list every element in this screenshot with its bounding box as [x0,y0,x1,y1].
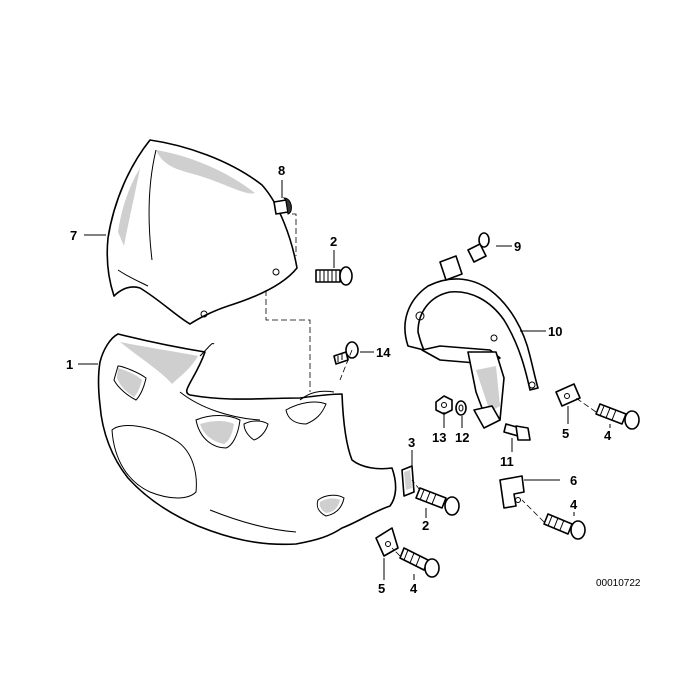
callout-1: 1 [66,357,73,372]
callout-7: 7 [70,228,77,243]
clip-nut-part-5-right [555,383,581,407]
mounting-bracket-part [404,255,539,429]
callout-4-right: 4 [604,428,612,443]
callout-labels: 7 8 2 9 10 14 1 3 2 13 12 11 5 4 6 4 5 4… [66,163,641,596]
assembly-lines [265,213,597,557]
callout-13: 13 [432,430,446,445]
callout-5-lower: 5 [378,581,385,596]
callout-9: 9 [514,239,521,254]
callout-12: 12 [455,430,469,445]
bracket-part-3 [401,465,415,497]
callout-8: 8 [278,163,285,178]
bolt-part-11 [503,423,531,441]
callout-11: 11 [500,454,514,469]
bolt-part-2-lower [415,487,460,516]
bolt-part-4-middle [543,513,586,540]
screw-part-8 [273,197,292,215]
clip-nut-part-5-lower [375,527,399,557]
diagram-reference-number: 00010722 [596,578,641,589]
part-9-grommet [467,232,490,263]
nut-part-13 [435,395,453,415]
front-fairing-part [97,333,397,546]
bolt-part-4-lower [399,547,440,578]
callout-4-middle: 4 [570,497,578,512]
callout-10: 10 [548,324,562,339]
screw-part-14 [333,341,359,365]
callout-5-right: 5 [562,426,569,441]
callout-4-lower: 4 [410,581,418,596]
windscreen-part [106,139,298,325]
bolt-part-4-right [595,403,640,430]
bracket-part-6 [499,475,525,509]
leader-lines [78,180,611,580]
callout-14: 14 [376,345,391,360]
bolt-part-2-upper [315,266,353,286]
callout-2-upper: 2 [330,234,337,249]
callout-2-lower: 2 [422,518,429,533]
callout-3: 3 [408,435,415,450]
washer-part-12 [455,400,467,416]
callout-6: 6 [570,473,577,488]
